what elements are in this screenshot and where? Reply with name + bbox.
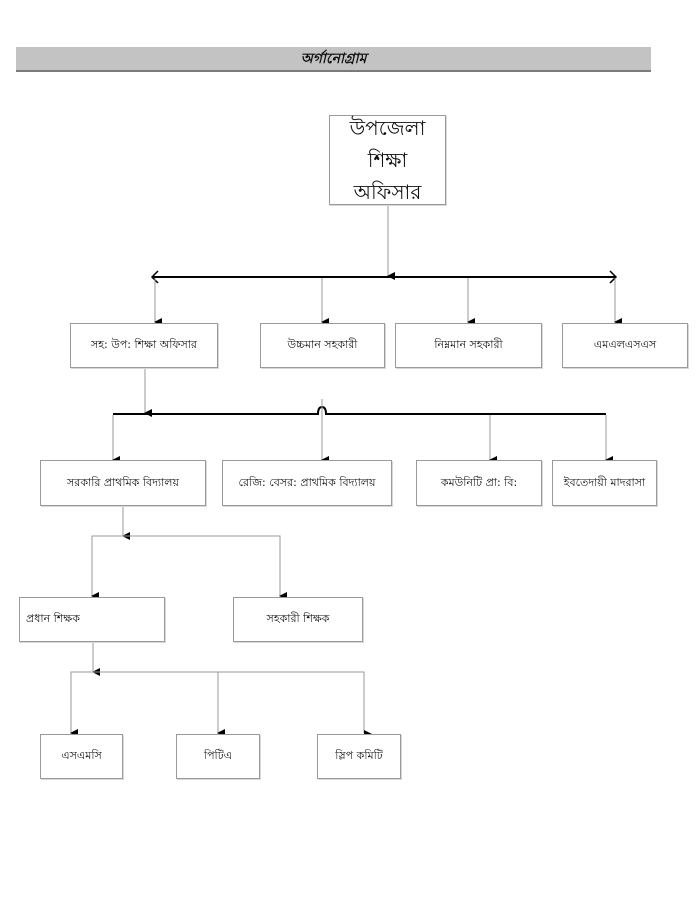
node-community-primary-school: কমউনিটি প্রা: বি:: [416, 460, 542, 506]
node-label: নিম্নমান সহকারী: [434, 338, 503, 351]
node-slip-committee: স্লিপ কমিটি: [317, 734, 401, 779]
node-assistant-teacher: সহকারী শিক্ষক: [233, 597, 363, 642]
node-label: প্রধান শিক্ষক: [26, 612, 80, 625]
node-govt-primary-school: সরকারি প্রাথমিক বিদ্যালয়: [40, 460, 206, 506]
node-label: স্লিপ কমিটি: [335, 749, 383, 762]
node-higher-assistant: উচ্চমান সহকারী: [260, 323, 385, 368]
node-label: সহ: উপ: শিক্ষা অফিসার: [91, 338, 197, 351]
node-label: এমএলএসএস: [593, 338, 657, 351]
node-asst-upazila-education-officer: সহ: উপ: শিক্ষা অফিসার: [70, 323, 218, 368]
node-pta: পিটিএ: [176, 734, 260, 779]
node-label: উচ্চমান সহকারী: [287, 338, 358, 351]
node-label: কমউনিটি প্রা: বি:: [440, 475, 518, 489]
node-mlss: এমএলএসএস: [562, 323, 688, 368]
node-smc: এসএমসি: [40, 734, 123, 779]
node-label: সহকারী শিক্ষক: [266, 612, 330, 625]
title-bar: অর্গানোগ্রাম: [16, 47, 651, 72]
node-label: রেজি: বেসর: প্রাথমিক বিদ্যালয়: [238, 475, 376, 489]
node-root-line2: অফিসার: [353, 180, 422, 204]
node-label: পিটিএ: [203, 749, 233, 762]
node-label: সরকারি প্রাথমিক বিদ্যালয়: [67, 475, 179, 489]
node-head-teacher: প্রধান শিক্ষক: [19, 597, 165, 642]
node-root-line1: উপজেলা শিক্ষা: [349, 116, 426, 172]
node-reg-nongovt-primary-school: রেজি: বেসর: প্রাথমিক বিদ্যালয়: [222, 460, 392, 506]
node-label: ইবতেদায়ী মাদরাসা: [563, 475, 646, 489]
node-upazila-education-officer: উপজেলা শিক্ষা অফিসার: [329, 115, 446, 205]
bus-level1-right-arrowhead: [609, 270, 618, 284]
node-label: এসএমসি: [61, 749, 102, 762]
node-ebtedayee-madrasa: ইবতেদায়ী মাদরাসা: [552, 460, 657, 506]
bus-level1-left-arrowhead: [150, 270, 159, 284]
bus-level2: [113, 405, 606, 415]
bus-level3: [91, 535, 281, 596]
page-title: অর্গানোগ্রাম: [300, 50, 367, 67]
node-lower-assistant: নিম্নমান সহকারী: [395, 323, 542, 368]
